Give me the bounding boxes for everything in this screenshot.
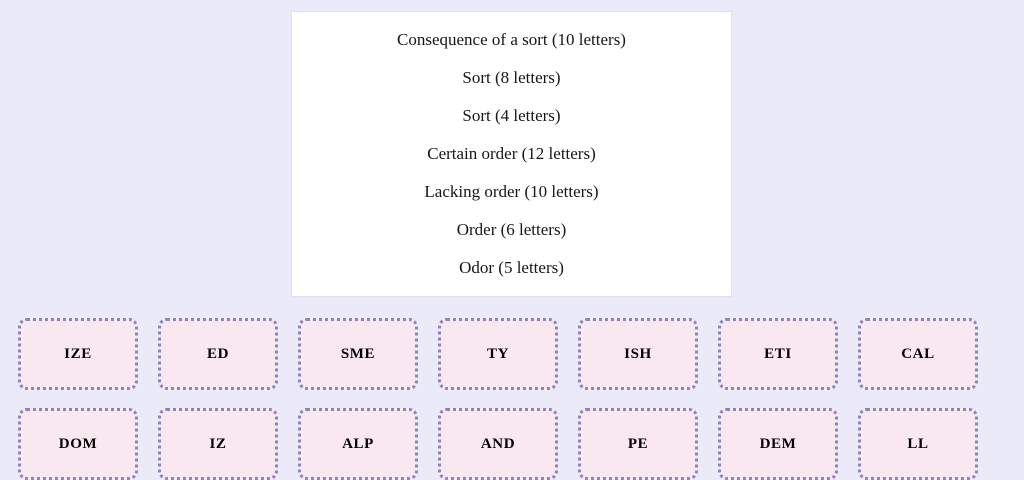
tile-grid: IZE ED SME TY ISH ETI CAL DOM IZ ALP AND: [18, 318, 978, 480]
letter-tile-label: DOM: [58, 435, 98, 452]
letter-tile-label: AND: [480, 435, 516, 452]
letter-tile[interactable]: ED: [158, 318, 278, 390]
letter-tile-label: SME: [340, 345, 376, 362]
letter-tile-label: CAL: [901, 345, 935, 362]
clue-card: Consequence of a sort (10 letters) Sort …: [291, 11, 732, 297]
letter-tile[interactable]: AND: [438, 408, 558, 480]
clue-line: Certain order (12 letters): [427, 144, 596, 163]
clue-line: Consequence of a sort (10 letters): [397, 30, 626, 49]
clue-line: Sort (4 letters): [462, 106, 561, 125]
clue-line: Order (6 letters): [456, 220, 567, 239]
puzzle-app: Consequence of a sort (10 letters) Sort …: [18, 11, 978, 480]
letter-tile[interactable]: IZ: [158, 408, 278, 480]
clue-line: Odor (5 letters): [459, 258, 564, 277]
letter-tile-label: DEM: [759, 435, 797, 452]
letter-tile-label: ETI: [764, 345, 792, 362]
letter-tile-label: IZE: [64, 345, 92, 362]
letter-tile[interactable]: CAL: [858, 318, 978, 390]
letter-tile-label: ED: [206, 345, 230, 362]
letter-tile[interactable]: ISH: [578, 318, 698, 390]
letter-tile-label: ISH: [624, 345, 652, 362]
clue-line: Sort (8 letters): [462, 68, 561, 87]
letter-tile[interactable]: ALP: [298, 408, 418, 480]
letter-tile-label: TY: [486, 345, 510, 362]
letter-tile[interactable]: TY: [438, 318, 558, 390]
letter-tile[interactable]: PE: [578, 408, 698, 480]
letter-tile[interactable]: IZE: [18, 318, 138, 390]
clue-line: Lacking order (10 letters): [424, 182, 599, 201]
letter-tile[interactable]: DOM: [18, 408, 138, 480]
letter-tile[interactable]: ETI: [718, 318, 838, 390]
letter-tile[interactable]: LL: [858, 408, 978, 480]
letter-tile-label: IZ: [209, 435, 227, 452]
letter-tile[interactable]: DEM: [718, 408, 838, 480]
letter-tile-label: PE: [627, 435, 649, 452]
letter-tile[interactable]: SME: [298, 318, 418, 390]
letter-tile-label: LL: [907, 435, 929, 452]
letter-tile-label: ALP: [342, 435, 374, 452]
